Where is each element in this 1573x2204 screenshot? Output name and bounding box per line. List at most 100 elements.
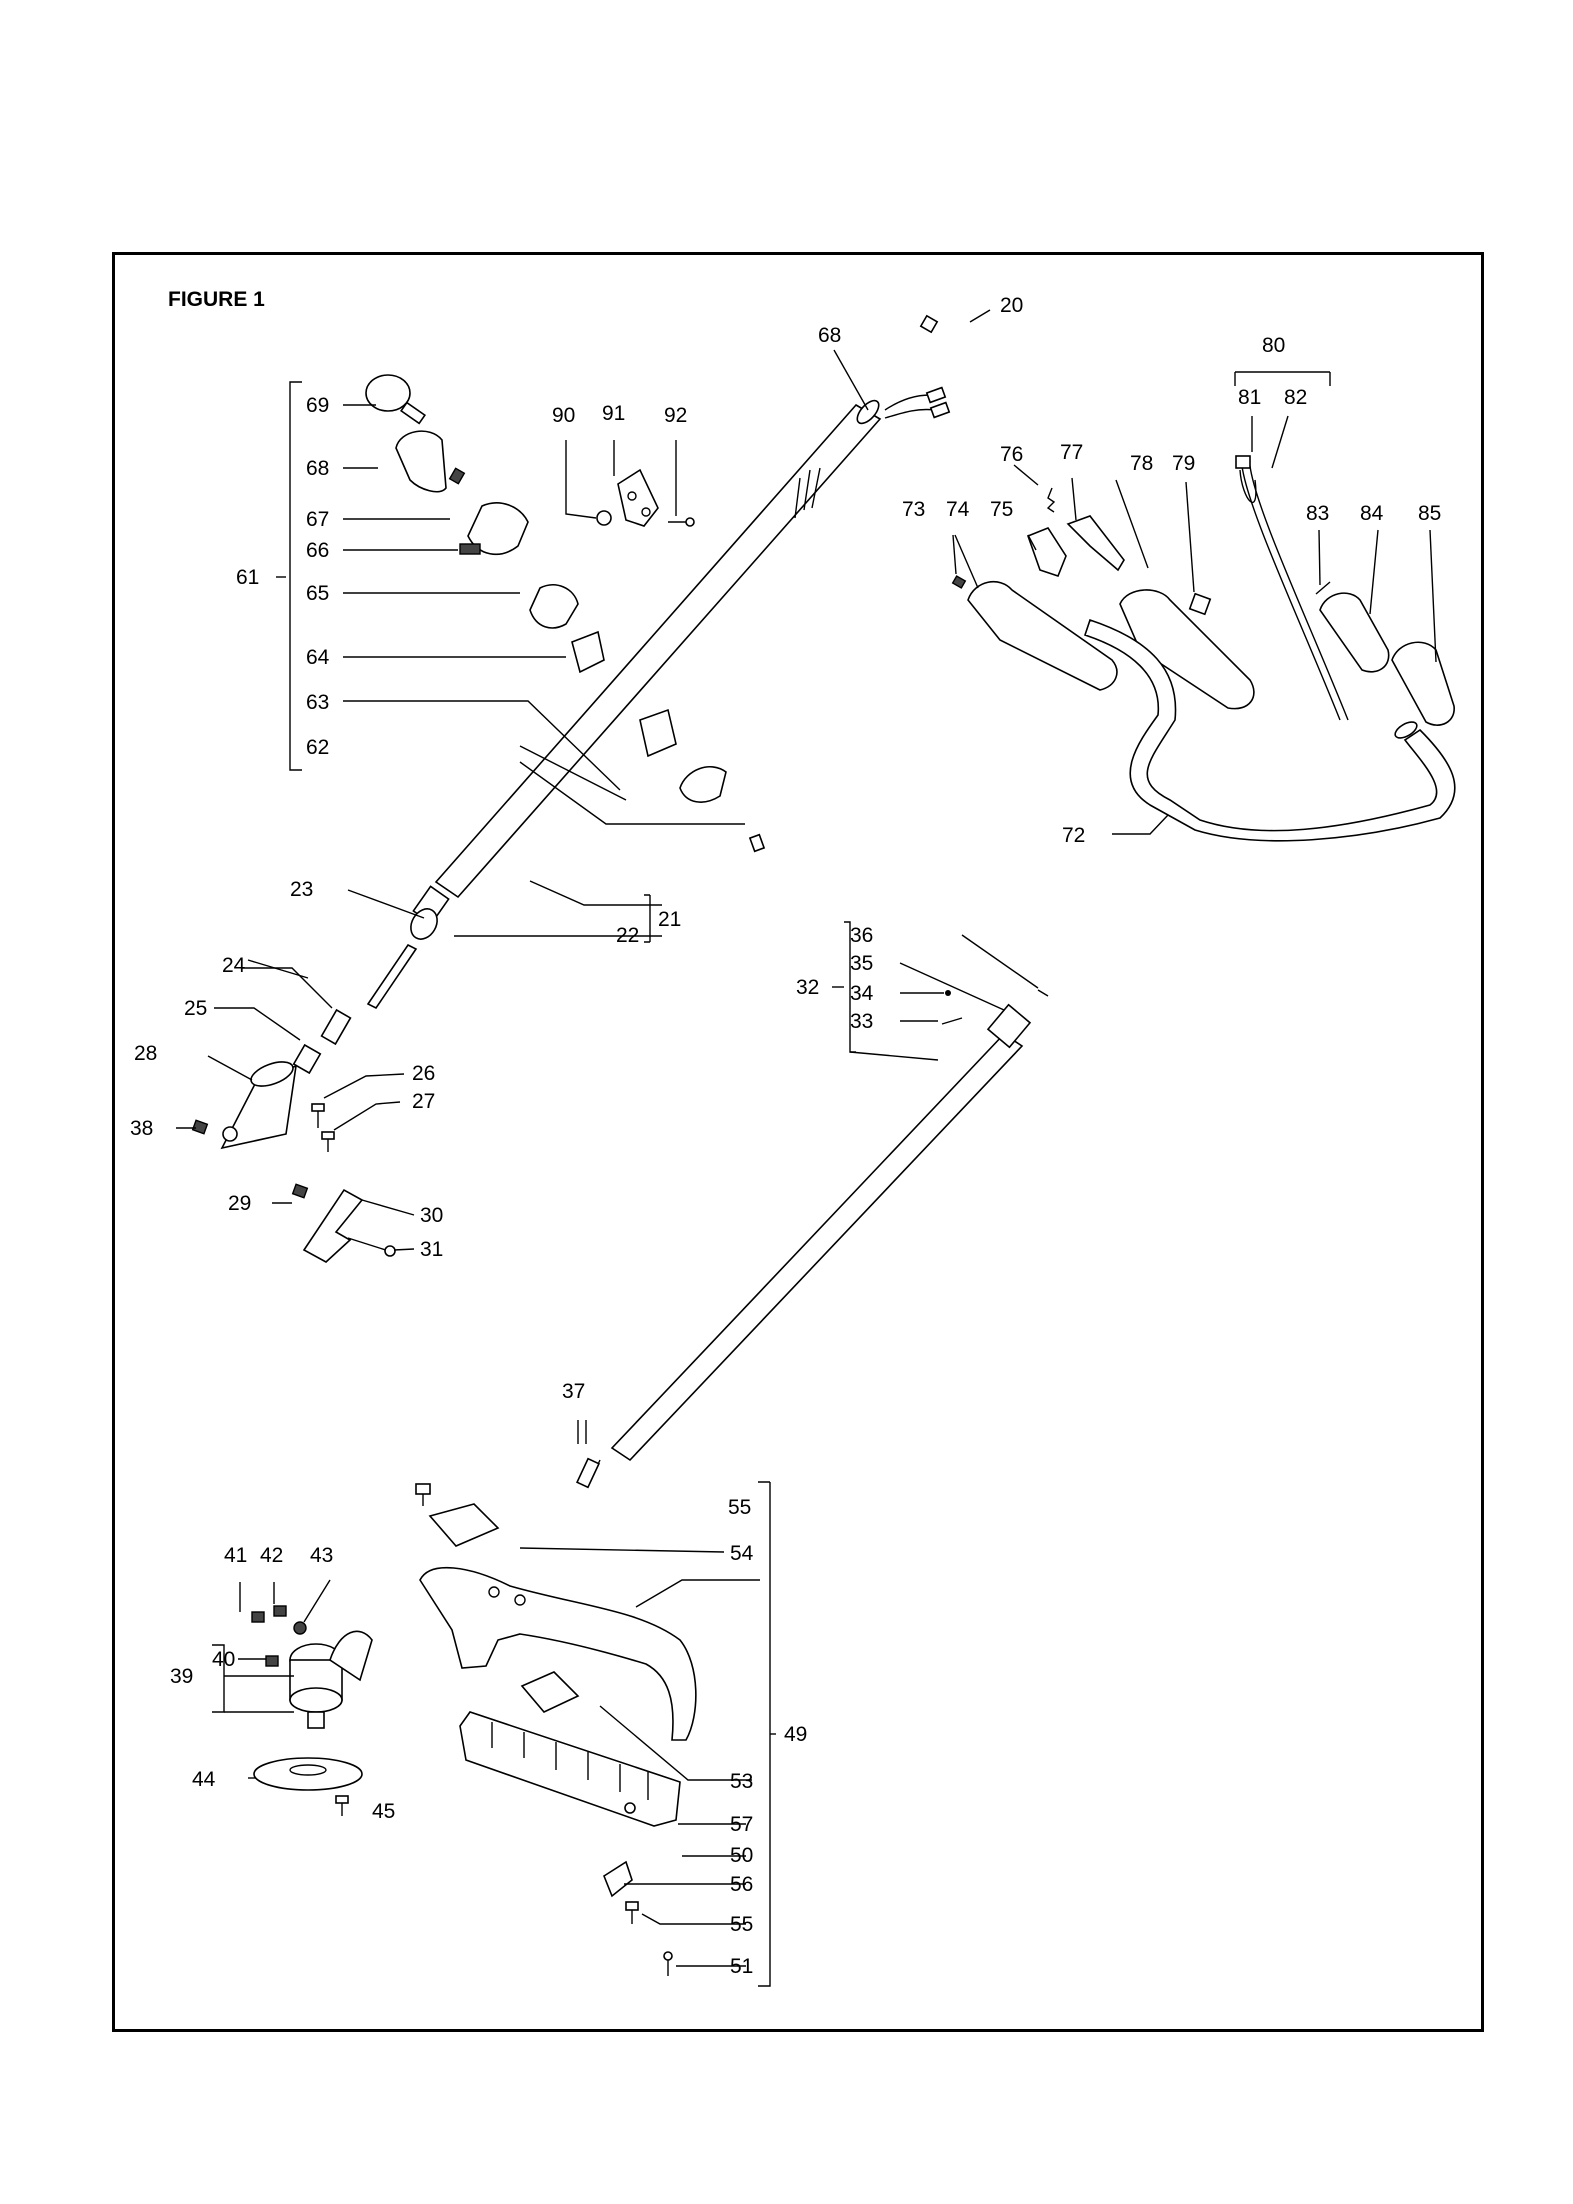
callout-33: 33 [850, 1010, 873, 1033]
callout-41: 41 [224, 1544, 247, 1567]
part-68-clamp-cover [395, 430, 447, 493]
part-22-bushing [410, 908, 438, 940]
part-76-spring [1046, 487, 1056, 513]
part-32-lower-shaft-tube [610, 1003, 1032, 1462]
callout-65: 65 [306, 582, 329, 605]
part-31-bolt [347, 1237, 396, 1257]
callout-51: 51 [730, 1955, 753, 1978]
callout-34: 34 [850, 982, 874, 1005]
part-45-bolt [335, 1795, 349, 1816]
figure-title: FIGURE 1 [168, 288, 265, 311]
callout-20: 20 [1000, 294, 1023, 317]
callout-37: 37 [562, 1380, 585, 1403]
part-41-screw [251, 1611, 265, 1623]
part-20-plug [919, 314, 939, 334]
callout-26: 26 [412, 1062, 435, 1085]
part-24-coupling [320, 1008, 352, 1046]
callout-91: 91 [602, 402, 625, 425]
callout-54: 54 [730, 1542, 754, 1565]
callout-31: 31 [420, 1238, 443, 1261]
part-37-drive-shaft-end [576, 1457, 601, 1489]
part-79-insert [1188, 592, 1212, 616]
callout-55-bottom: 55 [730, 1913, 753, 1936]
callout-69: 69 [306, 394, 329, 417]
callout-84: 84 [1360, 502, 1384, 525]
callout-56: 56 [730, 1873, 753, 1896]
callout-90: 90 [552, 404, 575, 427]
part-77-throttle-trigger [1066, 515, 1125, 572]
callout-42: 42 [260, 1544, 283, 1567]
callout-23: 23 [290, 878, 313, 901]
part-83-screw [1315, 581, 1331, 595]
throttle-cable-wires [884, 386, 951, 419]
callout-45: 45 [372, 1800, 395, 1823]
callout-68-tube: 68 [818, 324, 841, 347]
part-85-grip-cap [1391, 641, 1455, 726]
part-28-clamp-housing [220, 1061, 297, 1150]
part-74-handle-half [967, 581, 1118, 691]
callout-73: 73 [902, 498, 925, 521]
callout-27: 27 [412, 1090, 435, 1113]
part-75-throttle-lockout [1026, 527, 1067, 577]
callout-50: 50 [730, 1844, 753, 1867]
figure-frame [112, 252, 1484, 2032]
part-80-cable-assembly [1235, 455, 1349, 721]
callout-77: 77 [1060, 441, 1083, 464]
part-84-rear-grip [1319, 592, 1390, 673]
callout-40: 40 [212, 1648, 235, 1671]
part-63-rubber-pad [639, 708, 677, 758]
part-54-clamp-plate [428, 1503, 500, 1547]
callout-44: 44 [192, 1768, 216, 1791]
callout-61: 61 [236, 566, 259, 589]
callout-81: 81 [1238, 386, 1261, 409]
part-92-screw [668, 517, 695, 527]
callout-55-top: 55 [728, 1496, 751, 1519]
part-57-screw [624, 1802, 636, 1814]
part-39-gear-head [289, 1630, 373, 1729]
part-51-screw [663, 1951, 673, 1976]
part-30-knob [302, 1188, 364, 1263]
part-66-clamp-body [459, 502, 529, 555]
part-29-nut [291, 1183, 309, 1199]
callout-72: 72 [1062, 824, 1085, 847]
callout-92: 92 [664, 404, 687, 427]
callout-28: 28 [134, 1042, 157, 1065]
part-36-pin [1037, 989, 1049, 997]
part-64-rubber-pad [571, 630, 605, 674]
part-25-bushing [292, 1043, 322, 1075]
callout-83: 83 [1306, 502, 1329, 525]
part-53-clamp-plate [520, 1671, 580, 1713]
part-40-screw [265, 1655, 279, 1667]
callout-85: 85 [1418, 502, 1441, 525]
part-72-handlebar [1083, 618, 1456, 842]
part-42-screw [273, 1605, 287, 1617]
callout-38: 38 [130, 1117, 153, 1140]
callout-32: 32 [796, 976, 819, 999]
part-73-screw [951, 575, 967, 589]
callout-68: 68 [306, 457, 329, 480]
part-90-nut [596, 510, 612, 526]
callout-82: 82 [1284, 386, 1307, 409]
part-27-screw [321, 1131, 335, 1152]
callout-74: 74 [946, 498, 970, 521]
callout-57: 57 [730, 1813, 753, 1836]
part-26-screw [311, 1103, 325, 1128]
callout-22: 22 [616, 924, 639, 947]
callout-43: 43 [310, 1544, 333, 1567]
part-91-bracket [617, 468, 659, 527]
part-23-shaft [366, 943, 418, 1010]
part-44-guard-plate [253, 1757, 363, 1791]
leader-lines [176, 309, 1437, 1987]
callout-53: 53 [730, 1770, 753, 1793]
callout-66: 66 [306, 539, 329, 562]
part-67-spring [448, 467, 466, 485]
callout-39: 39 [170, 1665, 193, 1688]
callout-29: 29 [228, 1192, 251, 1215]
part-56-cutter-blade [603, 1860, 633, 1898]
part-69-knob [365, 374, 426, 425]
part-38-nut [191, 1119, 209, 1135]
part-55-screw-bottom [625, 1901, 639, 1924]
upper-drive-shaft-tube [412, 399, 882, 925]
